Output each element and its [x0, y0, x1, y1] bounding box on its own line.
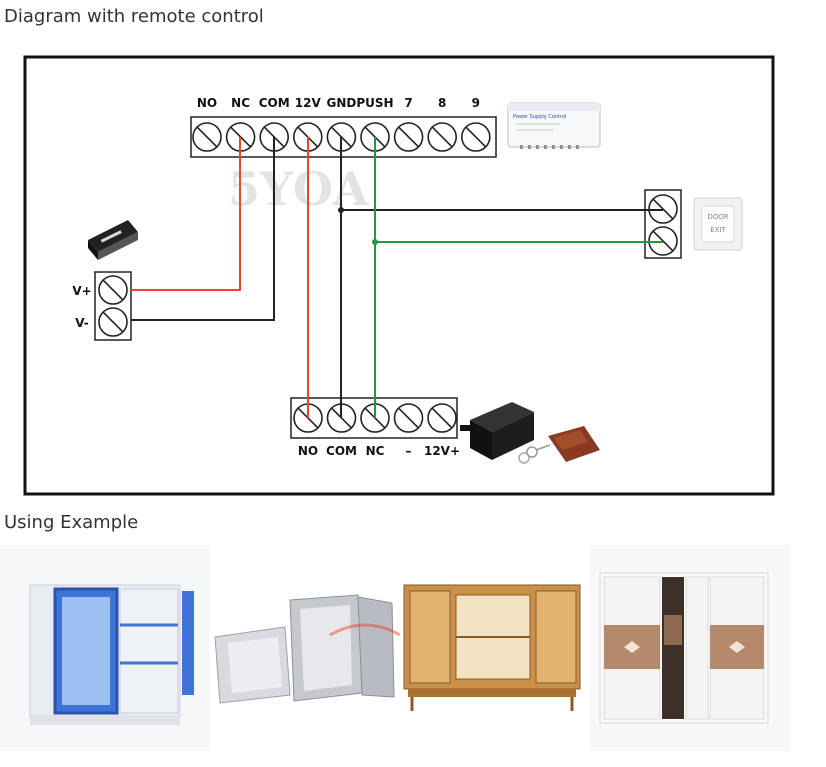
green-wire-junction: [372, 239, 378, 245]
example-wooden-cabinet-image: [400, 545, 590, 751]
green-wire-exit: [374, 137, 663, 418]
receiver-screw-5: [427, 403, 457, 433]
exit-button-door-label: DOOR: [707, 213, 728, 221]
lock-screw-2: [98, 307, 128, 337]
exit-button-icon: DOOR EXIT: [693, 197, 743, 251]
example-wardrobe-image: [590, 545, 790, 751]
example-blue-cabinet-image: [0, 545, 215, 751]
controller-terminal-label-8: 8: [438, 96, 446, 110]
black-wire-junction: [338, 207, 344, 213]
red-wire-lock: [131, 137, 241, 291]
controller-terminal-label-9: 9: [472, 96, 480, 110]
controller-terminal-label-6: PUSH: [356, 96, 393, 110]
wires: [131, 137, 663, 418]
magnetic-lock-icon: [88, 220, 138, 260]
lock-screw-1: [98, 275, 128, 305]
lock-terminal-label-1: V+: [72, 284, 91, 298]
receiver-terminal-label-4: –: [406, 444, 412, 458]
controller-terminal-label-1: NO: [197, 96, 217, 110]
receiver-terminal-label-5: 12V+: [424, 444, 460, 458]
black-wire-lock: [131, 137, 275, 321]
receiver-terminal-label-1: NO: [298, 444, 318, 458]
controller-terminal-label-4: 12V: [295, 96, 322, 110]
controller-screw-9: [460, 122, 491, 152]
remote-key-icon: [518, 426, 600, 464]
usage-examples: [0, 545, 790, 751]
example-heading: Using Example: [4, 512, 139, 533]
controller-terminal-label-7: 7: [404, 96, 412, 110]
diagram-heading: Diagram with remote control: [4, 6, 264, 27]
controller-screw-7: [393, 122, 424, 152]
receiver-terminal-label-2: COM: [326, 444, 357, 458]
exit-terminal-block: [644, 189, 682, 259]
receiver-screw-4: [393, 403, 424, 433]
exit-button-exit-label: EXIT: [710, 226, 726, 234]
lock-terminal-block: V+ V-: [72, 271, 132, 341]
controller-terminal-label-5: GND: [326, 96, 356, 110]
controller-terminal-label-2: NC: [231, 96, 250, 110]
controller-screw-8: [427, 122, 458, 152]
watermark-text: 5YOA: [228, 162, 370, 216]
receiver-terminal-label-3: NC: [366, 444, 385, 458]
controller-terminal-label-3: COM: [259, 96, 290, 110]
power-supply-label: Power Supply Control: [513, 114, 566, 120]
lock-terminal-label-2: V-: [75, 316, 88, 330]
black-wire-exit: [340, 137, 663, 418]
receiver-module-icon: [460, 402, 534, 460]
example-electrical-box-image: [210, 545, 401, 751]
power-supply-module: Power Supply Control: [507, 102, 601, 149]
controller-screw-1: [192, 122, 222, 152]
